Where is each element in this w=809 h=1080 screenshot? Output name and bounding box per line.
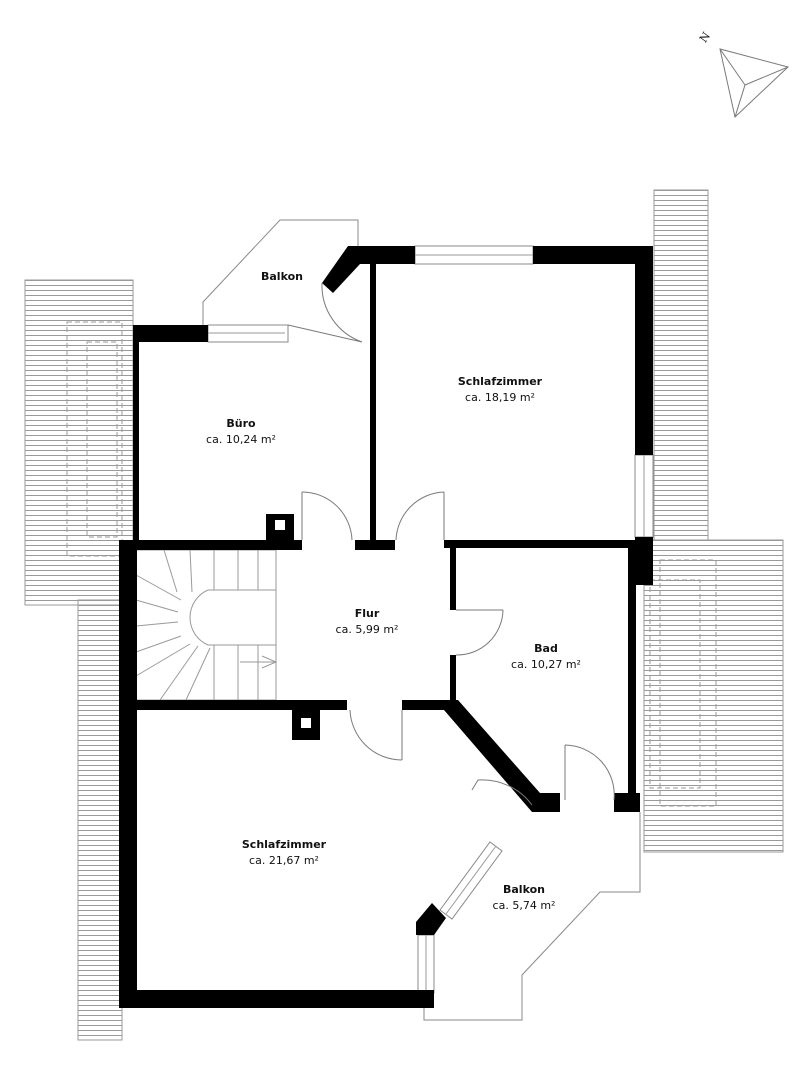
doors (287, 282, 615, 806)
room-area-schlafzimmer-bottom: ca. 21,67 m² (249, 854, 319, 867)
room-labels: Balkon Büro ca. 10,24 m² Schlafzimmer ca… (206, 270, 581, 912)
north-arrow-icon (719, 48, 789, 118)
roof-left-upper (24, 279, 134, 606)
roof-hatching (24, 189, 784, 1041)
compass-letter: N (697, 29, 713, 45)
balcony-outlines (202, 219, 641, 1021)
roof-left-lower (77, 599, 123, 1041)
staircase (135, 549, 278, 701)
room-area-bad: ca. 10,27 m² (511, 658, 581, 671)
room-name-balkon-top: Balkon (261, 270, 303, 283)
room-name-flur: Flur (355, 607, 380, 620)
roof-right-upper (653, 189, 709, 541)
windows (207, 245, 654, 994)
room-name-buero: Büro (226, 417, 256, 430)
room-area-balkon-bottom: ca. 5,74 m² (493, 899, 556, 912)
room-area-flur: ca. 5,99 m² (336, 623, 399, 636)
room-area-schlafzimmer-top: ca. 18,19 m² (465, 391, 535, 404)
compass: N (697, 29, 789, 118)
room-name-bad: Bad (534, 642, 558, 655)
room-name-balkon-bottom: Balkon (503, 883, 545, 896)
walls (119, 246, 653, 1008)
room-name-schlafzimmer-top: Schlafzimmer (458, 375, 543, 388)
room-area-buero: ca. 10,24 m² (206, 433, 276, 446)
room-name-schlafzimmer-bottom: Schlafzimmer (242, 838, 327, 851)
roof-right-lower (643, 539, 784, 853)
